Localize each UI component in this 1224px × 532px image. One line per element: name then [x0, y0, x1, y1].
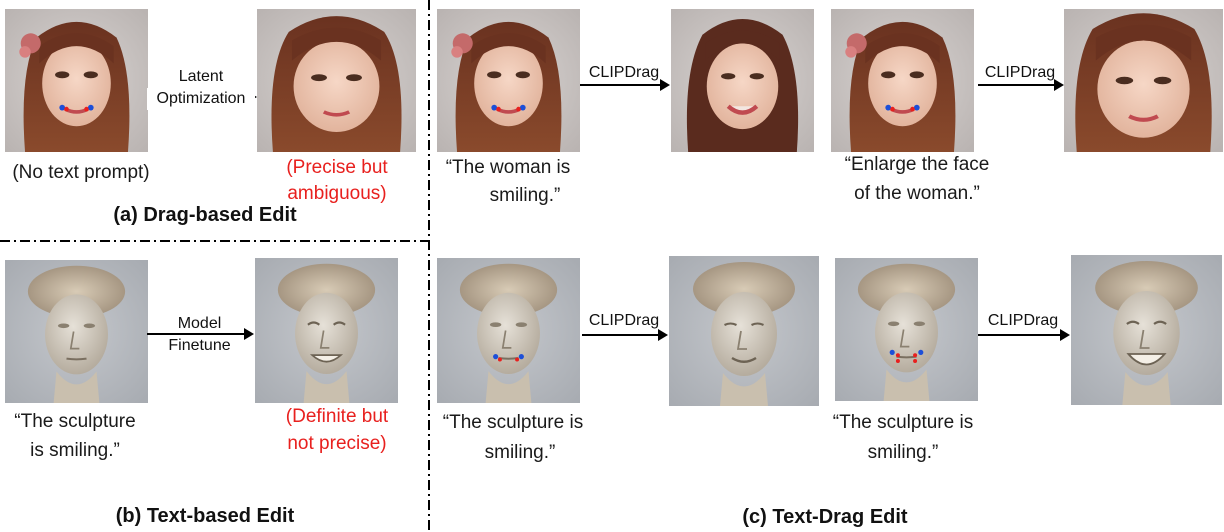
caption-precise-but-ambiguous-2: ambiguous): [287, 183, 387, 204]
woman-output-image-c1: [671, 9, 814, 152]
caption-sculpture-b-1: “The sculpture: [14, 411, 136, 432]
panel-c-title: (c) Text-Drag Edit: [742, 506, 908, 528]
caption-c2-line1: “Enlarge the face: [844, 154, 990, 175]
arrow-clipdrag-1: [580, 79, 670, 91]
caption-definite-but-not-precise-1: (Definite but: [285, 406, 389, 427]
sculpture-input-image-c3: [437, 258, 580, 403]
caption-c1-line1: “The woman is: [445, 157, 571, 178]
panel-b-title: (b) Text-based Edit: [115, 505, 295, 527]
sculpture-output-image-c3: [669, 256, 819, 406]
caption-c4-line1: “The sculpture is: [832, 412, 974, 433]
arrow-label-latent: Latent: [178, 68, 224, 85]
panel-a-title: (a) Drag-based Edit: [113, 204, 297, 226]
woman-input-image-c2: [831, 9, 974, 152]
arrow-clipdrag-2: [978, 79, 1064, 91]
caption-c3-line1: “The sculpture is: [442, 412, 584, 433]
arrow-label-clipdrag-2: CLIPDrag: [984, 64, 1056, 81]
arrow-label-model: Model: [177, 315, 222, 332]
woman-output-image-a: [257, 9, 416, 152]
woman-input-image: [5, 9, 148, 152]
sculpture-input-image-c4: [835, 258, 978, 401]
vertical-divider: [428, 0, 430, 532]
arrow-label-finetune: Finetune: [168, 337, 231, 354]
arrow-label-clipdrag-4: CLIPDrag: [987, 312, 1059, 329]
arrow-model-finetune: [147, 328, 254, 340]
caption-c1-line2: smiling.”: [489, 185, 561, 206]
woman-output-image-c2: [1064, 9, 1223, 152]
sculpture-input-image-b: [5, 260, 148, 403]
caption-no-text-prompt: (No text prompt): [12, 162, 150, 183]
caption-c4-line2: smiling.”: [867, 442, 939, 463]
arrow-clipdrag-3: [582, 329, 668, 341]
arrow-clipdrag-4: [978, 329, 1070, 341]
sculpture-output-image-c4: [1071, 255, 1222, 405]
horizontal-divider: [0, 240, 428, 242]
arrow-label-optimization: Optimization: [147, 88, 255, 110]
caption-c3-line2: smiling.”: [484, 442, 556, 463]
woman-input-image-c1: [437, 9, 580, 152]
arrow-label-clipdrag-1: CLIPDrag: [588, 64, 660, 81]
caption-precise-but-ambiguous-1: (Precise but: [286, 157, 388, 178]
caption-definite-but-not-precise-2: not precise): [287, 433, 387, 454]
caption-c2-line2: of the woman.”: [854, 183, 980, 204]
arrow-label-clipdrag-3: CLIPDrag: [588, 312, 660, 329]
caption-sculpture-b-2: is smiling.”: [30, 440, 120, 461]
sculpture-output-image-b: [255, 258, 398, 403]
